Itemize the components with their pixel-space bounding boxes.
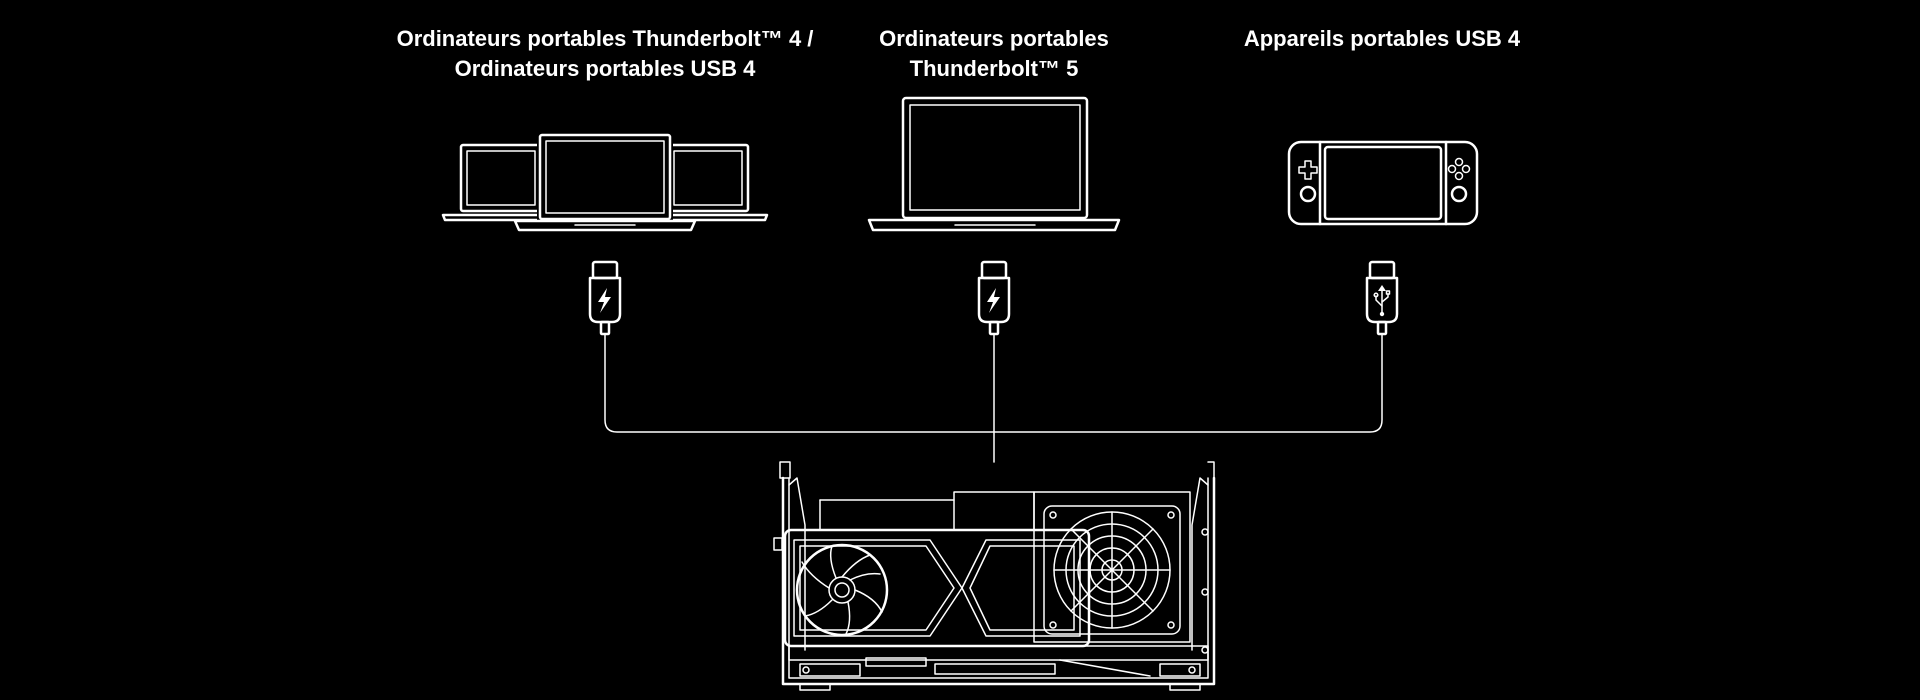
thunderbolt-icon: [987, 288, 1000, 313]
usb-icon: [1373, 285, 1391, 317]
laptops-group-icon: [441, 133, 769, 232]
label-line: Ordinateurs portables USB 4: [454, 56, 756, 81]
handheld-console-icon: [1287, 140, 1479, 226]
connector-thunderbolt-left: [588, 260, 622, 336]
connector-thunderbolt-center: [977, 260, 1011, 336]
cable-lines: [604, 333, 1383, 463]
connector-usb-right: [1365, 260, 1399, 336]
label-line: Appareils portables USB 4: [1243, 26, 1521, 51]
laptop-icon: [867, 96, 1121, 232]
egpu-enclosure-icon: [773, 461, 1216, 691]
label-tb5-laptops: Ordinateurs portables Thunderbolt™ 5: [879, 24, 1109, 84]
thunderbolt-icon: [598, 288, 611, 313]
laptop-icon: [513, 133, 697, 232]
label-line: Ordinateurs portables Thunderbolt™ 4 /: [396, 26, 814, 51]
label-usb4-handhelds: Appareils portables USB 4: [1244, 24, 1520, 54]
label-tb4-usb4-laptops: Ordinateurs portables Thunderbolt™ 4 / O…: [397, 24, 814, 84]
label-line: Thunderbolt™ 5: [909, 56, 1079, 81]
label-line: Ordinateurs portables: [879, 26, 1109, 51]
